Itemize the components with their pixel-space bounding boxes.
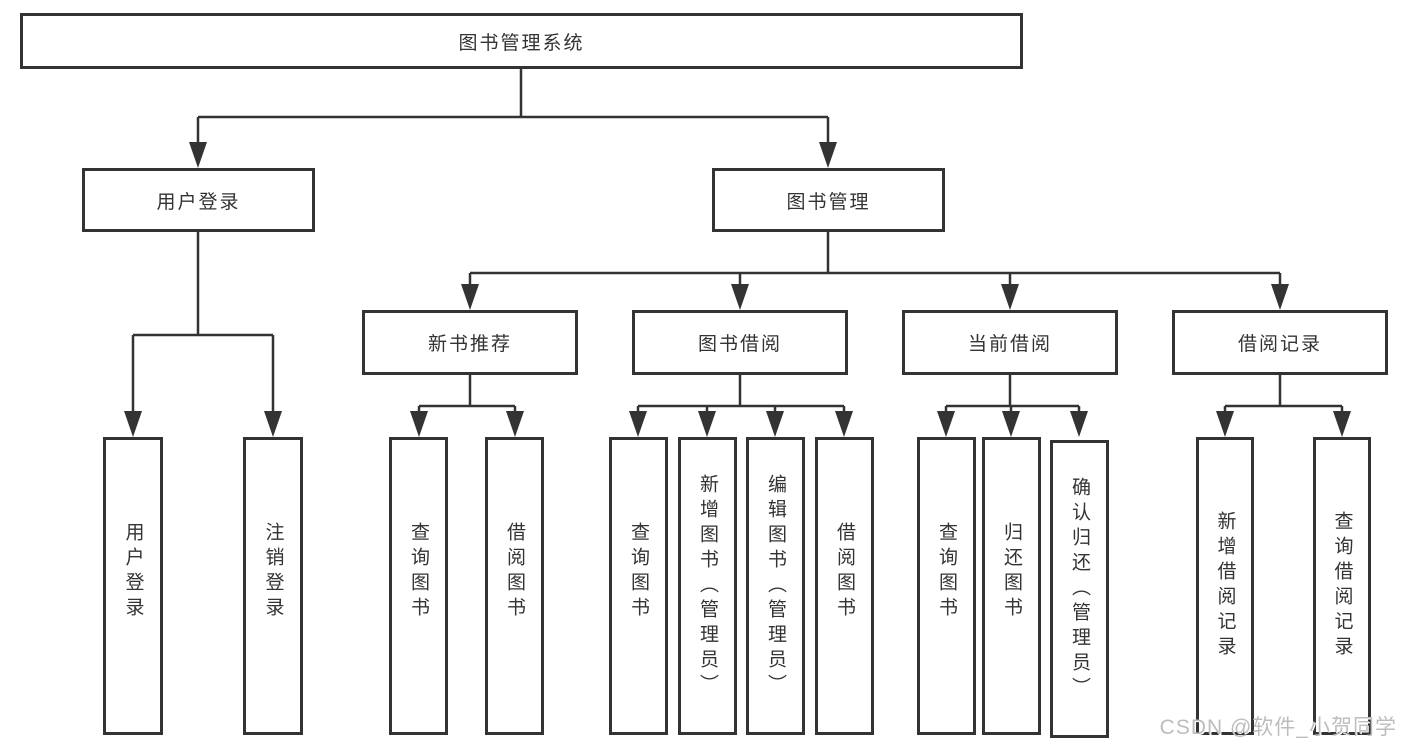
leaf-query-books: 查询图书 [389,437,448,735]
leaf-confirm-return-admin: 确认归还（管理员） [1050,440,1109,738]
leaf-add-book-admin: 新增图书（管理员） [678,437,737,735]
node-user-login: 用户登录 [82,168,315,232]
leaf-logout: 注销登录 [243,437,303,735]
node-new-book-recommend: 新书推荐 [362,310,578,375]
node-root: 图书管理系统 [20,13,1023,69]
node-book-borrow: 图书借阅 [632,310,848,375]
leaf-user-login: 用户登录 [103,437,163,735]
leaf-return-books: 归还图书 [982,437,1041,735]
arrowheads [124,142,1351,437]
leaf-borrow-books: 借阅图书 [815,437,874,735]
leaf-query-borrow-record: 查询借阅记录 [1313,437,1371,735]
leaf-borrow-books: 借阅图书 [485,437,544,735]
leaf-add-borrow-record: 新增借阅记录 [1196,437,1254,735]
node-current-borrow: 当前借阅 [902,310,1118,375]
leaf-query-books: 查询图书 [609,437,668,735]
leaf-edit-book-admin: 编辑图书（管理员） [746,437,805,735]
leaf-query-books: 查询图书 [917,437,976,735]
node-book-management: 图书管理 [712,168,945,232]
node-borrow-records: 借阅记录 [1172,310,1388,375]
